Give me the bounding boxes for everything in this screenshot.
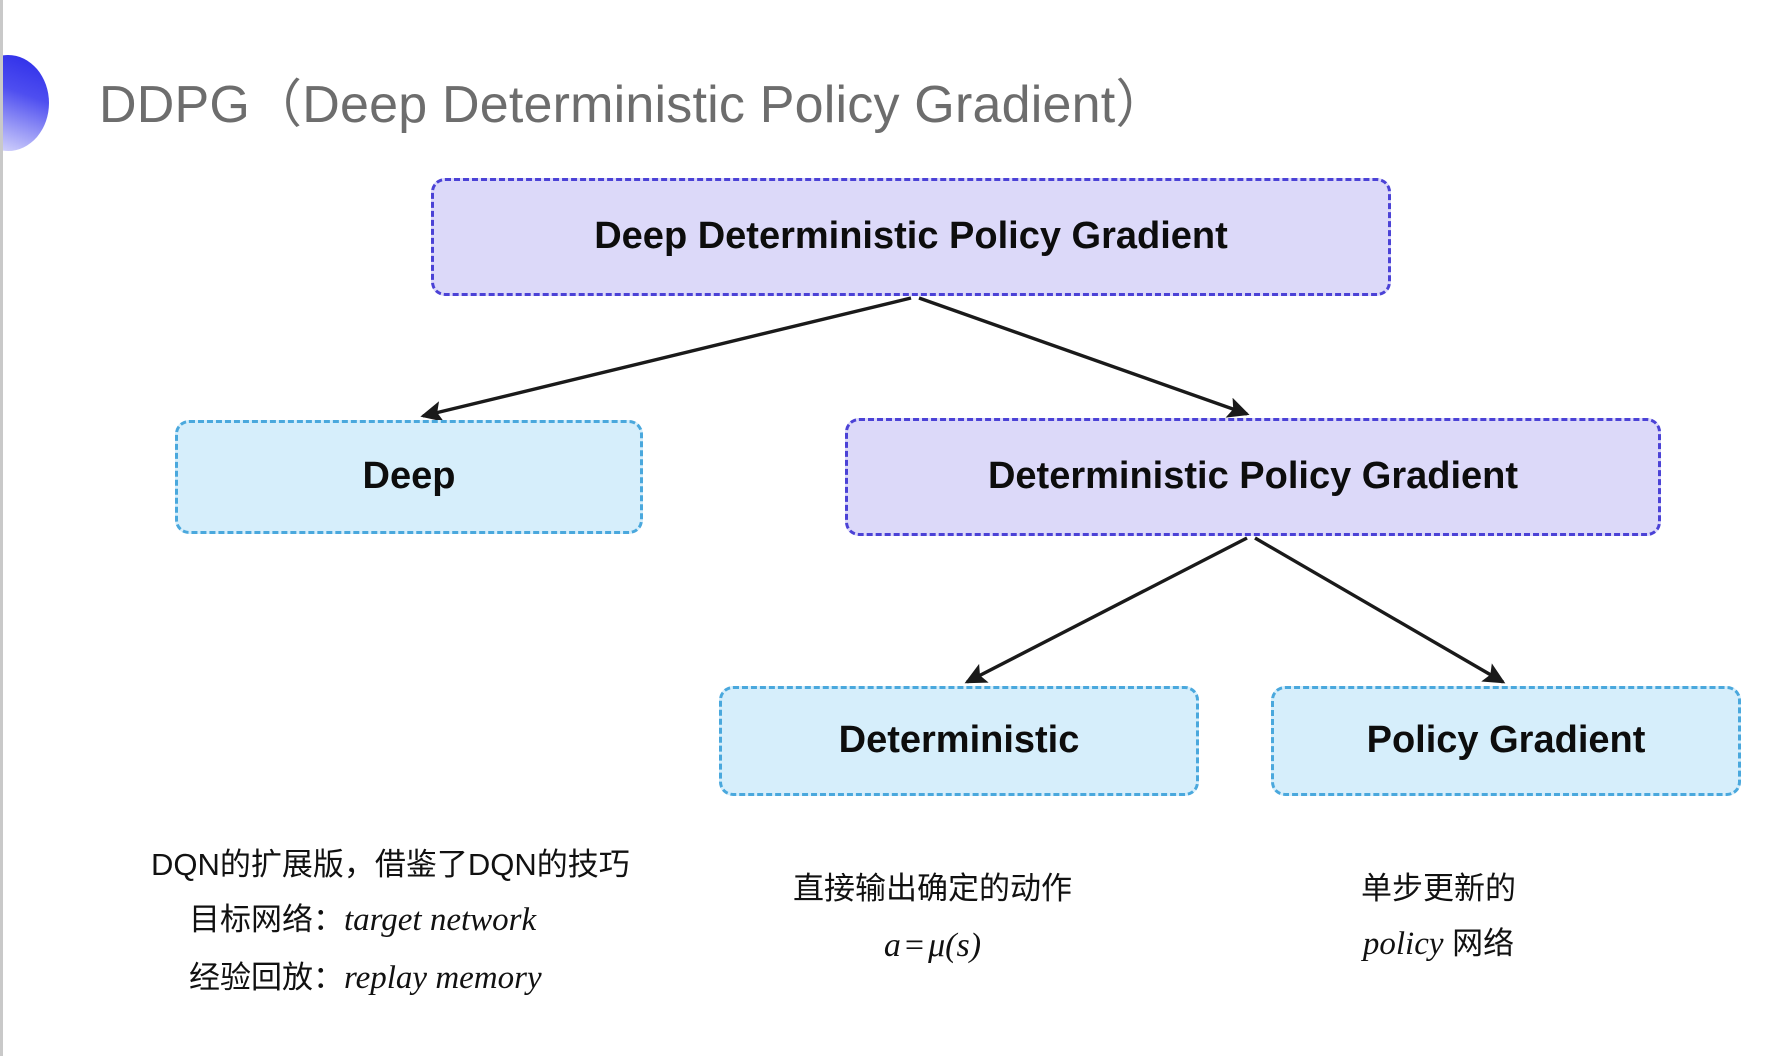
caption-policy-gradient-line1: 单步更新的 (1361, 871, 1516, 906)
caption-policy-gradient: 单步更新的 policy 网络 (1361, 862, 1516, 974)
node-deterministic-policy-gradient[interactable]: Deterministic Policy Gradient (845, 418, 1661, 536)
caption-policy-gradient-suffix: 网络 (1443, 926, 1515, 962)
edge-dpg-to-deterministic (964, 536, 1248, 684)
caption-deep-line2-term: target network (344, 902, 537, 939)
node-policy-gradient[interactable]: Policy Gradient (1271, 686, 1741, 796)
caption-policy-gradient-line2: policy 网络 (1361, 916, 1516, 974)
caption-deterministic-line1: 直接输出确定的动作 (793, 871, 1072, 906)
caption-deep-line3-term: replay memory (344, 960, 542, 996)
caption-deep-line2-label: 目标网络： (189, 902, 344, 938)
caption-deep-line3: 经验回放：replay memory (151, 950, 630, 1008)
caption-policy-gradient-term: policy (1362, 926, 1444, 963)
edge-dpg-to-policy-gradient (1254, 536, 1506, 684)
caption-deep: DQN的扩展版，借鉴了DQN的技巧 目标网络：target network 经验… (151, 838, 630, 1008)
caption-deep-line1: DQN的扩展版，借鉴了DQN的技巧 (151, 847, 630, 882)
page-title: DDPG（Deep Deterministic Policy Gradient） (99, 76, 1168, 134)
node-deterministic[interactable]: Deterministic (719, 686, 1199, 796)
formula-rhs: μ(s) (928, 927, 982, 965)
caption-deterministic-formula: a=μ(s) (793, 916, 1072, 976)
formula-lhs: a (883, 927, 901, 965)
node-deep-deterministic-policy-gradient[interactable]: Deep Deterministic Policy Gradient (431, 178, 1391, 296)
node-deep[interactable]: Deep (175, 420, 643, 534)
caption-deep-line2: 目标网络：target network (151, 892, 630, 950)
formula-operator: = (904, 927, 925, 965)
edge-root-to-deep (420, 296, 912, 422)
caption-deep-line3-label: 经验回放： (189, 960, 344, 995)
gradient-circle-bullet-icon (3, 55, 49, 151)
edge-root-to-dpg (918, 296, 1250, 418)
caption-deterministic: 直接输出确定的动作 a=μ(s) (793, 862, 1072, 976)
